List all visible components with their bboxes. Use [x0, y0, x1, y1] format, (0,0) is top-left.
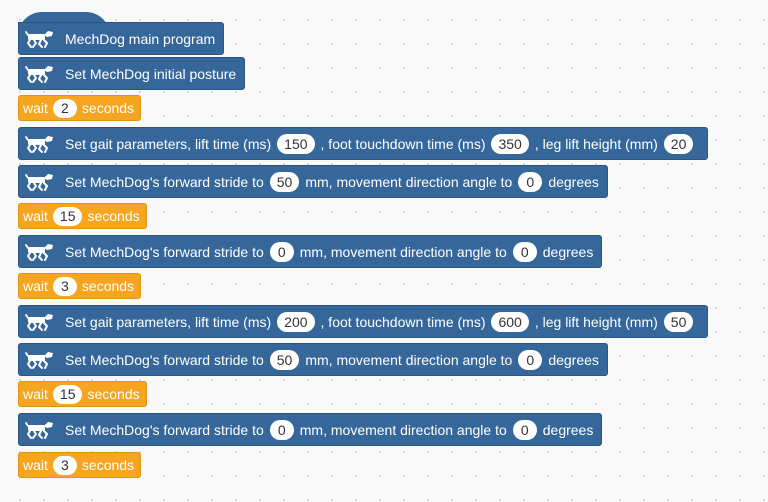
block-label: Set gait parameters, lift time (ms) [65, 135, 272, 152]
wait-seconds-input[interactable]: 3 [52, 455, 77, 475]
block-main-program[interactable]: MechDog main program [18, 22, 225, 55]
wait-seconds-input[interactable]: 3 [52, 276, 77, 296]
stride-input[interactable]: 50 [269, 171, 300, 192]
block-label: Set MechDog's forward stride to [65, 351, 264, 368]
block-label: degrees [548, 173, 599, 190]
wait-label: wait [23, 208, 48, 224]
block-label: MechDog main program [65, 30, 216, 47]
seconds-label: seconds [81, 100, 135, 116]
wait-seconds-input[interactable]: 15 [52, 384, 83, 404]
block-label: mm, movement direction angle to [299, 243, 507, 260]
block-label: mm, movement direction angle to [305, 351, 513, 368]
block-forward-stride[interactable]: Set MechDog's forward stride to 0 mm, mo… [18, 413, 603, 446]
block-label: degrees [542, 243, 594, 260]
wait-seconds-input[interactable]: 2 [52, 98, 77, 118]
touchdown-time-input[interactable]: 350 [491, 133, 529, 154]
wait-label: wait [23, 457, 48, 473]
lift-time-input[interactable]: 150 [277, 133, 315, 154]
seconds-label: seconds [87, 386, 140, 402]
stride-input[interactable]: 0 [269, 419, 294, 440]
block-label: , leg lift height (mm) [534, 135, 658, 152]
lift-time-input[interactable]: 200 [277, 311, 315, 332]
mechdog-icon [25, 349, 55, 371]
wait-seconds-input[interactable]: 15 [52, 206, 83, 226]
block-label: Set MechDog initial posture [65, 65, 237, 82]
block-wait[interactable]: wait 2 seconds [18, 95, 142, 121]
seconds-label: seconds [81, 278, 135, 294]
seconds-label: seconds [87, 208, 140, 224]
wait-label: wait [23, 386, 48, 402]
wait-label: wait [23, 100, 48, 116]
block-wait[interactable]: wait 3 seconds [18, 452, 142, 478]
wait-label: wait [23, 278, 48, 294]
block-label: Set gait parameters, lift time (ms) [65, 313, 272, 330]
block-label: mm, movement direction angle to [305, 173, 513, 190]
mechdog-icon [25, 133, 55, 155]
block-gait-parameters[interactable]: Set gait parameters, lift time (ms) 200 … [18, 305, 709, 338]
mechdog-icon [25, 419, 55, 441]
block-forward-stride[interactable]: Set MechDog's forward stride to 50 mm, m… [18, 343, 608, 376]
block-wait[interactable]: wait 3 seconds [18, 273, 142, 299]
direction-angle-input[interactable]: 0 [512, 419, 537, 440]
mechdog-icon [25, 28, 55, 50]
block-wait[interactable]: wait 15 seconds [18, 381, 147, 407]
stride-input[interactable]: 50 [269, 349, 300, 370]
leg-lift-height-input[interactable]: 20 [663, 133, 694, 154]
mechdog-icon [25, 171, 55, 193]
block-wait[interactable]: wait 15 seconds [18, 203, 147, 229]
direction-angle-input[interactable]: 0 [512, 241, 537, 262]
mechdog-icon [25, 311, 55, 333]
block-label: , foot touchdown time (ms) [320, 135, 486, 152]
mechdog-icon [25, 63, 55, 85]
block-label: degrees [542, 421, 594, 438]
block-label: , foot touchdown time (ms) [320, 313, 486, 330]
mechdog-icon [25, 241, 55, 263]
direction-angle-input[interactable]: 0 [518, 171, 543, 192]
block-label: Set MechDog's forward stride to [65, 421, 264, 438]
block-initial-posture[interactable]: Set MechDog initial posture [18, 57, 246, 90]
block-label: degrees [548, 351, 599, 368]
block-forward-stride[interactable]: Set MechDog's forward stride to 0 mm, mo… [18, 235, 603, 268]
direction-angle-input[interactable]: 0 [518, 349, 543, 370]
stride-input[interactable]: 0 [269, 241, 294, 262]
touchdown-time-input[interactable]: 600 [491, 311, 529, 332]
block-gait-parameters[interactable]: Set gait parameters, lift time (ms) 150 … [18, 127, 709, 160]
block-label: , leg lift height (mm) [534, 313, 658, 330]
block-label: Set MechDog's forward stride to [65, 173, 264, 190]
block-forward-stride[interactable]: Set MechDog's forward stride to 50 mm, m… [18, 165, 608, 198]
block-label: Set MechDog's forward stride to [65, 243, 264, 260]
seconds-label: seconds [81, 457, 135, 473]
leg-lift-height-input[interactable]: 50 [663, 311, 694, 332]
block-label: mm, movement direction angle to [299, 421, 507, 438]
